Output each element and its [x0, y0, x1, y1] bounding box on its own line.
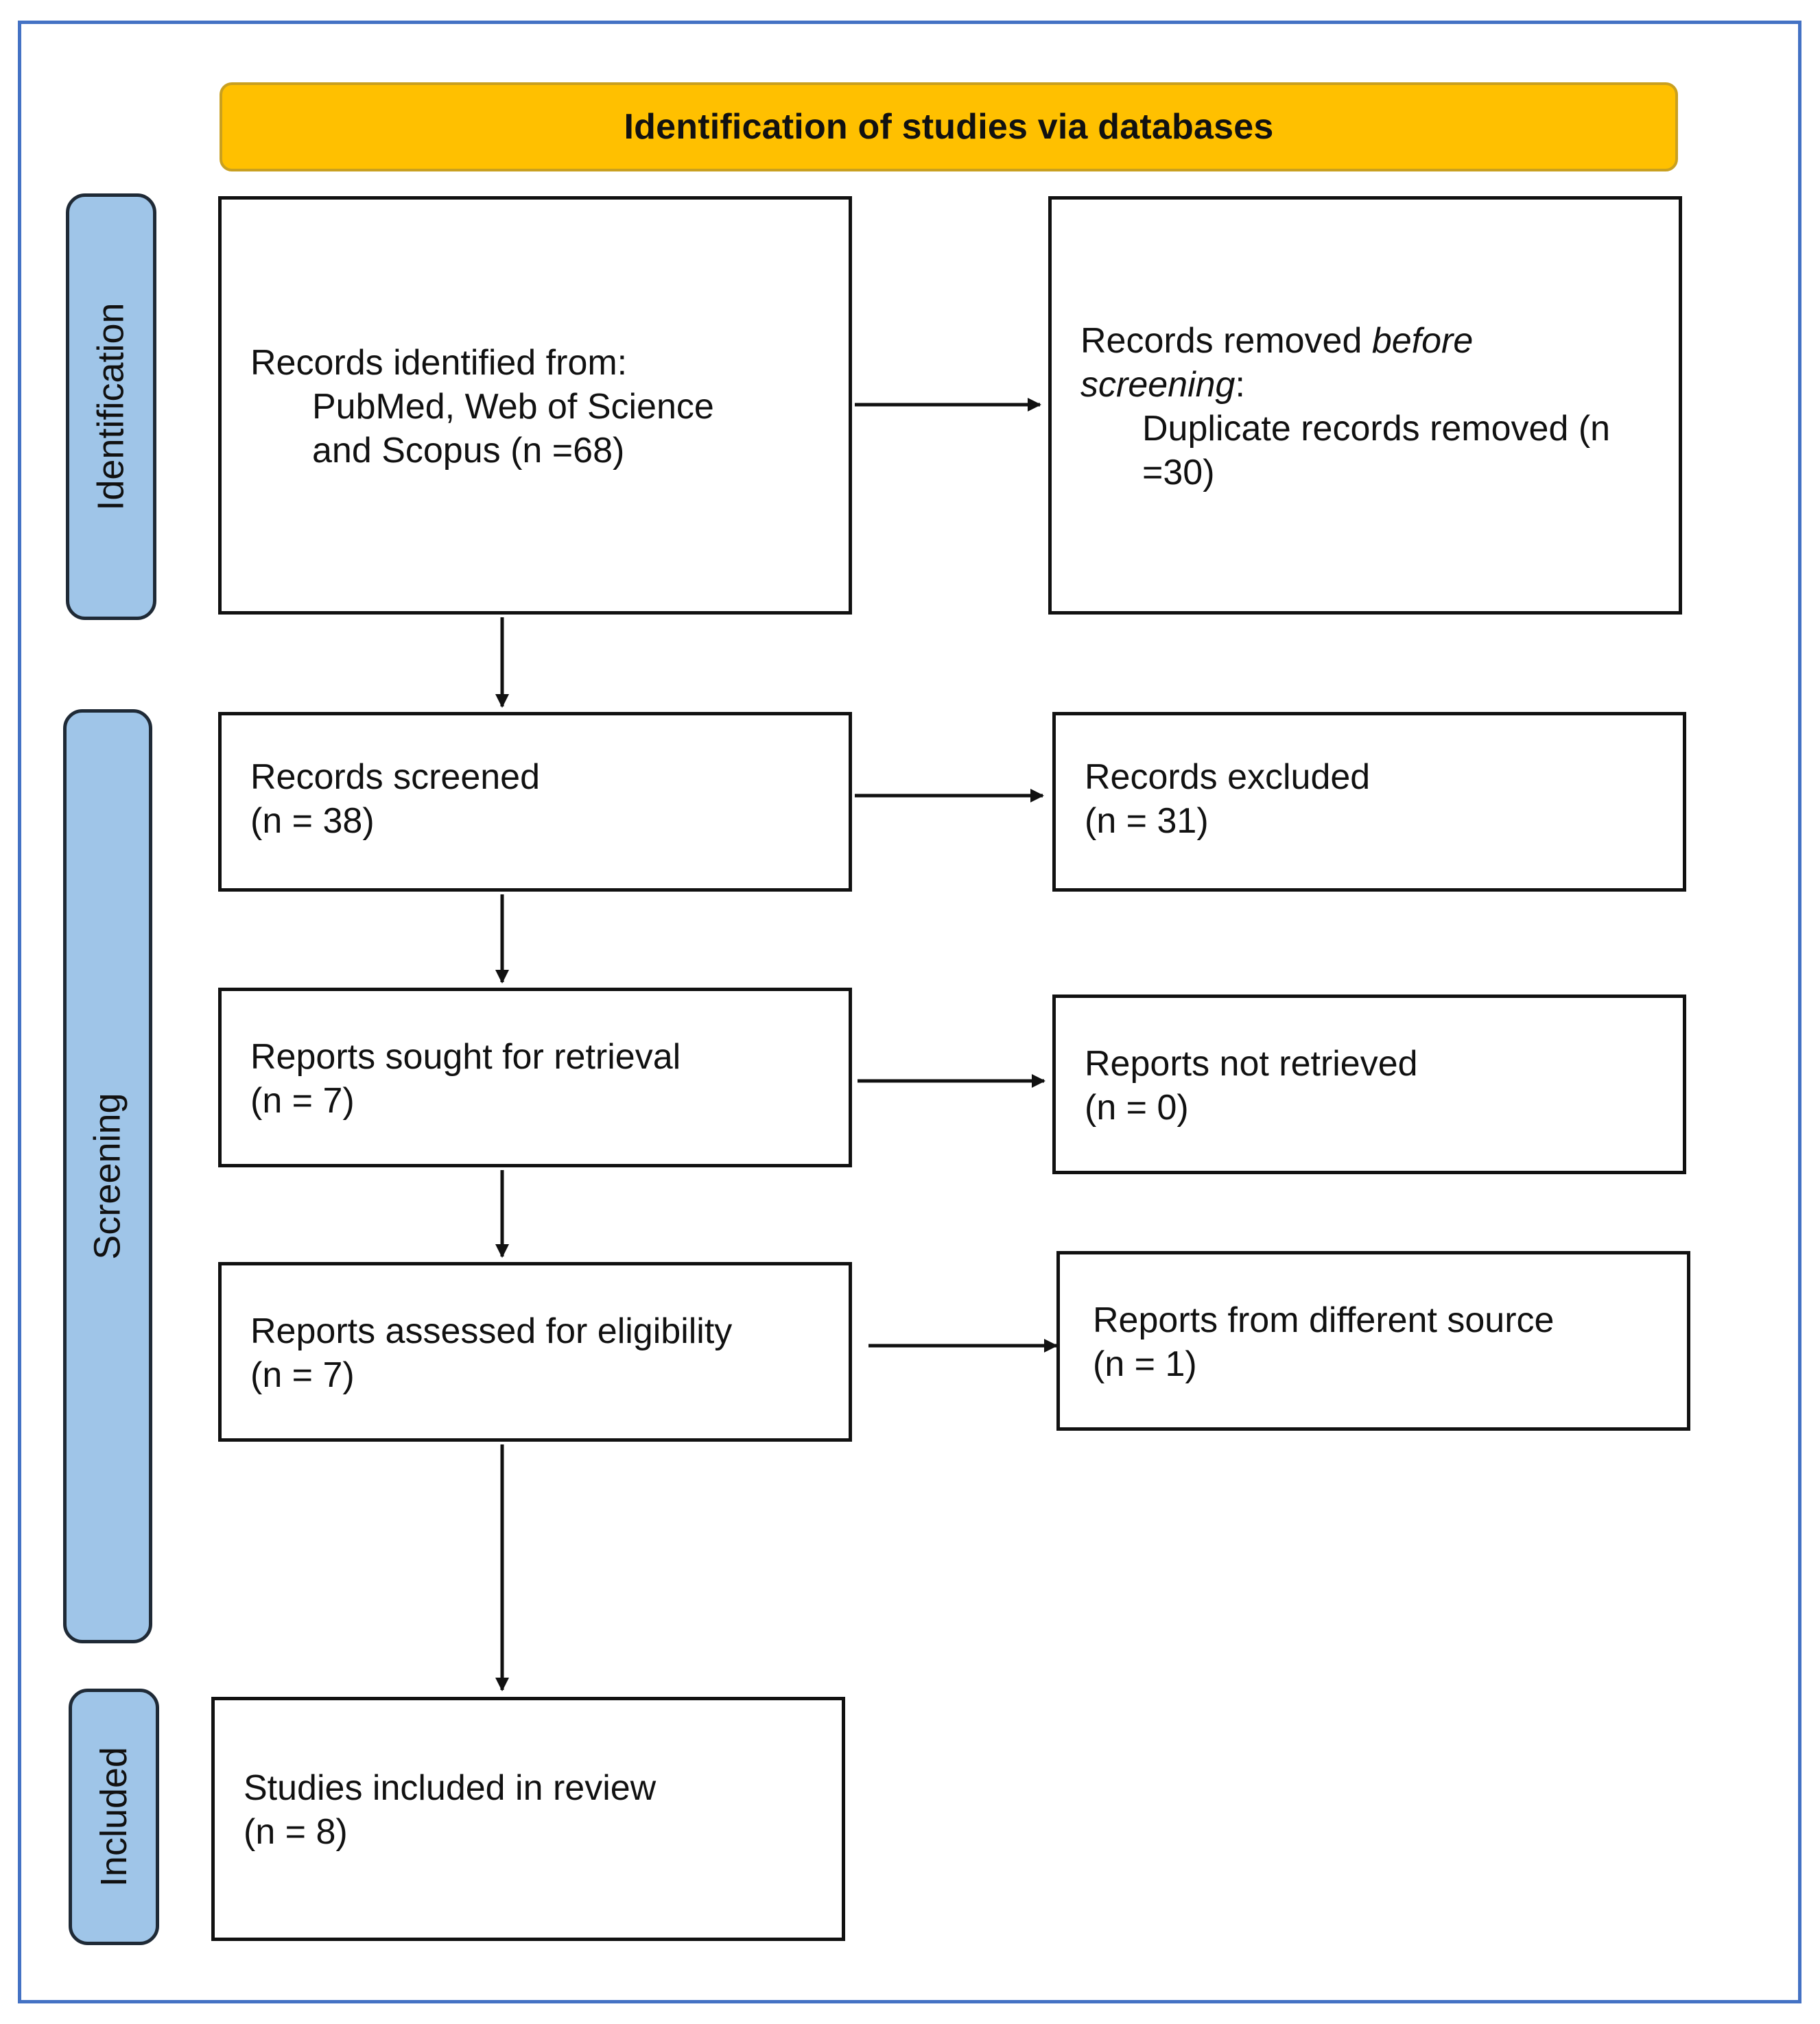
phase-identification: Identification — [66, 193, 156, 620]
records-removed-box: Records removed before screening: Duplic… — [1048, 196, 1682, 615]
records-removed-line1a: Records removed — [1080, 321, 1372, 361]
phase-screening: Screening — [63, 709, 152, 1643]
diagram-frame — [18, 21, 1801, 2003]
reports-different-source-box: Reports from different source (n = 1) — [1056, 1251, 1690, 1431]
records-screened-line2: (n = 38) — [250, 801, 375, 841]
records-excluded-line1: Records excluded — [1085, 757, 1371, 797]
reports-different-source-line1: Reports from different source — [1093, 1300, 1555, 1340]
phase-included: Included — [69, 1689, 159, 1945]
reports-assessed-line1: Reports assessed for eligibility — [250, 1311, 733, 1351]
records-identified-line1: Records identified from: — [250, 343, 628, 383]
records-screened-line1: Records screened — [250, 757, 540, 797]
reports-sought-line1: Reports sought for retrieval — [250, 1037, 681, 1077]
studies-included-box: Studies included in review (n = 8) — [211, 1697, 845, 1941]
reports-sought-line2: (n = 7) — [250, 1081, 355, 1121]
studies-included-line1: Studies included in review — [244, 1768, 657, 1808]
records-removed-line3: Duplicate records removed (n — [1142, 409, 1611, 449]
studies-included-line2: (n = 8) — [244, 1812, 348, 1852]
records-removed-line4: =30) — [1142, 453, 1215, 492]
records-removed-line2b: : — [1235, 365, 1245, 405]
records-identified-box: Records identified from: PubMed, Web of … — [218, 196, 852, 615]
reports-not-retrieved-line2: (n = 0) — [1085, 1088, 1189, 1128]
reports-assessed-box: Reports assessed for eligibility (n = 7) — [218, 1262, 852, 1442]
header-title: Identification of studies via databases — [624, 107, 1274, 147]
reports-assessed-line2: (n = 7) — [250, 1355, 355, 1395]
records-removed-line1b: before — [1371, 321, 1474, 361]
records-screened-box: Records screened (n = 38) — [218, 712, 852, 892]
records-removed-line2a: screening — [1080, 365, 1236, 405]
header-banner: Identification of studies via databases — [220, 82, 1678, 171]
reports-different-source-line2: (n = 1) — [1093, 1344, 1197, 1384]
reports-not-retrieved-line1: Reports not retrieved — [1085, 1044, 1418, 1084]
records-excluded-box: Records excluded (n = 31) — [1052, 712, 1686, 892]
reports-not-retrieved-box: Reports not retrieved (n = 0) — [1052, 995, 1686, 1174]
reports-sought-box: Reports sought for retrieval (n = 7) — [218, 988, 852, 1167]
records-excluded-line2: (n = 31) — [1085, 801, 1209, 841]
records-identified-line3: and Scopus (n =68) — [312, 431, 625, 471]
records-identified-line2: PubMed, Web of Science — [312, 387, 714, 427]
